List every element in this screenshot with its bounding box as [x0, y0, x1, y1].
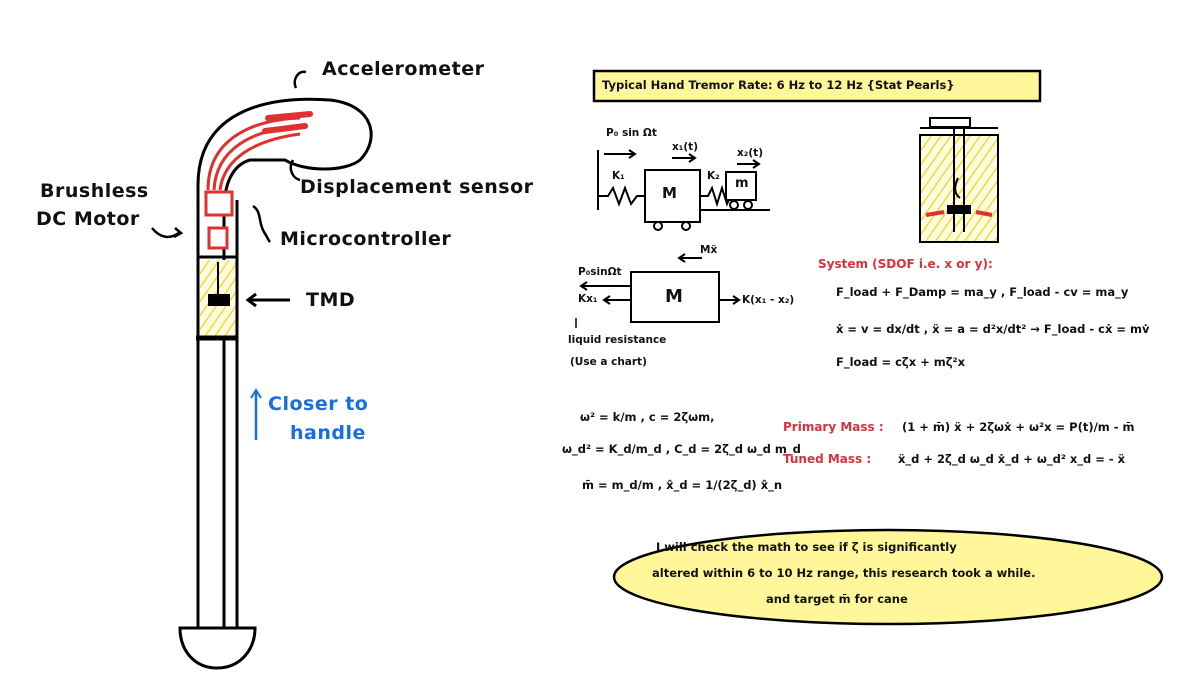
accelerometer-bar: [265, 111, 313, 121]
two-mass-m2: m: [735, 176, 749, 191]
system-eq1: F_load + F_Damp = ma_y , F_load - cv = m…: [836, 285, 1129, 299]
microcontroller-label: Microcontroller: [280, 228, 452, 250]
tuned-mass-label: Tuned Mass :: [783, 452, 872, 466]
primary-mass-label: Primary Mass :: [783, 420, 884, 434]
fbd-mass: [630, 271, 720, 323]
params-line3: m̄ = m_d/m , x̂_d = 1/(2ζ_d) x̂_n: [582, 478, 783, 492]
two-mass-m1: M: [662, 184, 677, 202]
system-eq3: F_load = cζx + mζ²x: [836, 355, 965, 369]
fbd-spring2: K(x₁ - x₂): [742, 294, 795, 306]
cylinder-mass: [947, 205, 971, 214]
cane-foot: [178, 626, 257, 670]
system-eq2: ẋ = v = dx/dt , ẍ = a = d²x/dt² → F_load…: [836, 322, 1150, 336]
note-line2: altered within 6 to 10 Hz range, this re…: [652, 566, 1036, 580]
two-mass-force: P₀ sin Ωt: [606, 127, 657, 139]
note-ellipse: [612, 528, 1164, 626]
two-mass-diagram: [597, 149, 770, 231]
cane-device: [151, 70, 373, 670]
tmd-mass: [208, 294, 230, 306]
two-mass-k1: K₁: [612, 170, 625, 182]
two-mass-k2: K₂: [707, 170, 720, 182]
primary-mass-eq: (1 + m̄) ẍ + 2ζωẋ + ω²x = P(t)/m - m̄: [902, 420, 1135, 434]
two-mass-x1: x₁(t): [672, 141, 698, 153]
banner-text: Typical Hand Tremor Rate: 6 Hz to 12 Hz …: [602, 78, 955, 92]
fbd-note-line2: (Use a chart): [570, 356, 647, 368]
mass-M1: [644, 169, 701, 223]
fbd-spring1: Kx₁: [578, 293, 598, 305]
brushless-label-line1: Brushless: [40, 180, 149, 202]
fbd-inertia: Mẍ: [700, 244, 718, 256]
note-line3: and target m̄ for cane: [766, 592, 908, 606]
displacement-sensor-label: Displacement sensor: [300, 176, 534, 198]
note-line1: I will check the math to see if ζ is sig…: [656, 540, 957, 554]
handle-label: handle: [290, 422, 366, 444]
fbd-note-line1: liquid resistance: [568, 334, 667, 346]
two-mass-x2: x₂(t): [737, 147, 763, 159]
params-line2: ω_d² = K_d/m_d , C_d = 2ζ_d ω_d m_d: [562, 442, 801, 456]
microcontroller-box: [207, 226, 229, 250]
fbd-force: P₀sinΩt: [578, 266, 622, 278]
system-title: System (SDOF i.e. x or y):: [818, 257, 993, 271]
banner-box: [592, 69, 1042, 103]
tmd-label: TMD: [306, 289, 356, 311]
cane-outline: [196, 97, 373, 640]
free-body-diagram: [575, 253, 741, 328]
params-line1: ω² = k/m , c = 2ζωm,: [580, 410, 715, 424]
brushless-label-line2: DC Motor: [36, 208, 140, 230]
mass-m2: [725, 171, 757, 201]
fbd-mass-label: M: [665, 286, 683, 307]
tuned-mass-eq: ẍ_d + 2ζ_d ω_d ẋ_d + ω_d² x_d = - ẍ: [898, 452, 1126, 466]
cylinder-tmd-diagram: [919, 117, 999, 243]
closer-to-label: Closer to: [268, 393, 369, 415]
accelerometer-label: Accelerometer: [322, 58, 485, 80]
motor-box: [204, 190, 234, 217]
